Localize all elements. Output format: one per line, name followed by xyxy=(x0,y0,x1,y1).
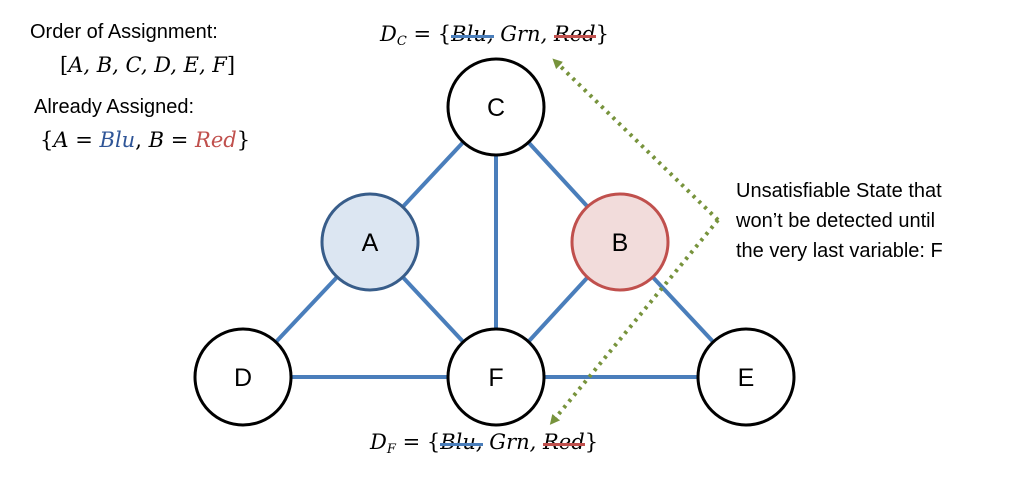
edge-b-e xyxy=(651,275,715,344)
annotation-line: the very last variable: F xyxy=(736,240,943,262)
assigned-value-a: Blu xyxy=(99,128,136,152)
domain-value-struck: Blu, xyxy=(440,430,483,454)
node-f: F xyxy=(446,327,546,427)
node-c: C xyxy=(446,57,546,157)
assigned-var-b: B xyxy=(148,128,165,152)
node-e: E xyxy=(696,327,796,427)
node-b: B xyxy=(570,192,670,292)
brace-open: { xyxy=(40,128,54,152)
annotation-line: won’t be detected until xyxy=(736,210,936,232)
equals: = xyxy=(413,22,432,46)
assigned-set: {A = Blu, B = Red} xyxy=(40,128,251,152)
domain-value: Grn xyxy=(500,22,541,46)
domain-subscript: C xyxy=(396,34,407,49)
brace-open: { xyxy=(426,430,441,454)
node-circle xyxy=(570,192,670,292)
node-label: D xyxy=(234,364,252,392)
nodes: A B C D E F xyxy=(193,57,796,427)
node-label: F xyxy=(488,364,503,392)
annotation-line: Unsatisfiable State that xyxy=(736,180,942,202)
assigned-heading: Already Assigned: xyxy=(34,96,195,118)
domain-value-struck: Red xyxy=(543,430,585,454)
node-label: B xyxy=(612,229,629,257)
domain-symbol: D xyxy=(380,22,397,46)
arrow-to-domain-c xyxy=(552,58,720,222)
node-circle xyxy=(446,57,546,157)
domain-symbol: D xyxy=(370,430,387,454)
node-d: D xyxy=(193,327,293,427)
arrow-to-domain-f xyxy=(549,218,720,425)
node-a: A xyxy=(320,192,420,292)
equals: = xyxy=(402,430,421,454)
brace-close: } xyxy=(595,22,609,46)
equals: = xyxy=(75,128,93,152)
node-circle xyxy=(193,327,293,427)
equals: = xyxy=(170,128,189,152)
assigned-var-a: A xyxy=(53,128,69,152)
annotation-arrows xyxy=(549,58,720,425)
edge-a-d xyxy=(274,275,339,344)
domain-f: DF = {Blu, Grn, Red} xyxy=(370,430,599,457)
node-label: E xyxy=(738,364,755,392)
brace-close: } xyxy=(236,128,251,152)
node-label: A xyxy=(362,229,379,257)
domain-value: Grn xyxy=(489,430,530,454)
domain-value-struck: Red xyxy=(553,22,596,46)
edge-a-c xyxy=(401,140,465,209)
bracket-open: [ xyxy=(60,53,69,77)
edge-b-f xyxy=(526,275,590,344)
order-heading: Order of Assignment: xyxy=(30,21,218,43)
node-circle xyxy=(446,327,546,427)
edges xyxy=(274,140,715,379)
domain-subscript: F xyxy=(386,442,396,457)
domain-value-struck: Blu, xyxy=(451,22,494,46)
node-circle xyxy=(696,327,796,427)
order-sequence: [A, B, C, D, E, F] xyxy=(60,53,235,77)
node-circle xyxy=(320,192,420,292)
edge-b-c xyxy=(526,140,590,209)
brace-open: { xyxy=(437,22,452,46)
node-label: C xyxy=(487,94,505,122)
assigned-value-b: Red xyxy=(195,128,237,152)
bracket-close: ] xyxy=(226,53,236,77)
order-list: A, B, C, D, E, F xyxy=(68,53,227,77)
annotation: Unsatisfiable State that won’t be detect… xyxy=(736,176,943,266)
edge-a-f xyxy=(401,275,465,344)
brace-close: } xyxy=(584,430,599,454)
domain-c: DC = {Blu, Grn, Red} xyxy=(380,22,609,49)
